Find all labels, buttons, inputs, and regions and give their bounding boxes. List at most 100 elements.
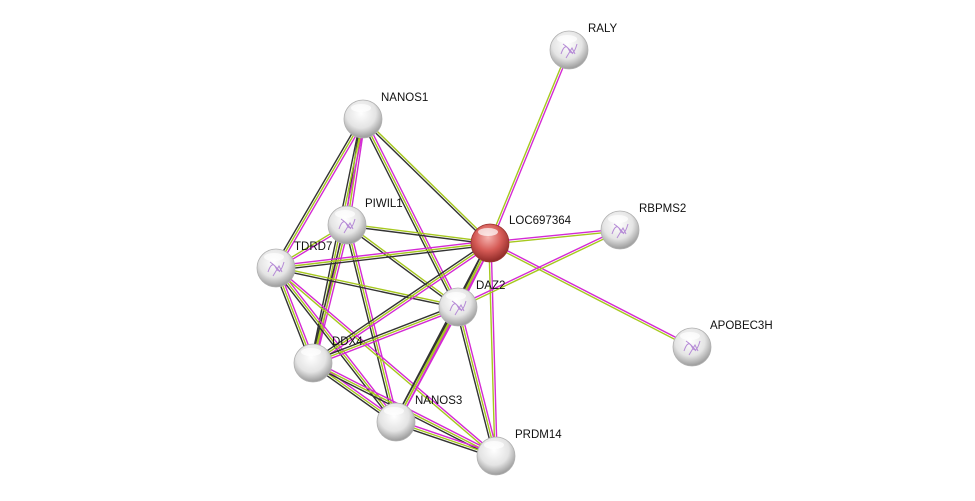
evidence-line	[347, 223, 460, 307]
node-tdrd7[interactable]: TDRD7	[256, 241, 332, 288]
edge-tdrd7-loc697364[interactable]	[275, 240, 491, 271]
node-loc697364[interactable]: LOC697364	[470, 215, 572, 263]
evidence-line	[395, 306, 459, 423]
node-raly[interactable]: RALY	[549, 23, 618, 70]
node-label: LOC697364	[509, 215, 572, 227]
node-prdm14[interactable]: PRDM14	[476, 429, 562, 476]
evidence-line	[276, 266, 459, 307]
evidence-line	[346, 225, 490, 245]
node-highlight	[264, 253, 284, 261]
evidence-line	[312, 224, 348, 364]
evidence-line	[488, 243, 496, 457]
edge-nanos1-tdrd7[interactable]	[273, 117, 366, 270]
edge-daz2-ddx4[interactable]	[311, 304, 460, 366]
evidence-line	[311, 304, 458, 362]
node-highlight	[484, 441, 504, 449]
evidence-line	[277, 119, 366, 270]
node-label: RALY	[588, 23, 618, 35]
node-nanos3[interactable]: NANOS3	[376, 395, 462, 442]
node-apobec3h[interactable]: APOBEC3H	[672, 320, 773, 367]
edge-loc697364-ddx4[interactable]	[311, 240, 492, 366]
edge-nanos1-loc697364[interactable]	[361, 117, 492, 245]
evidence-line	[490, 50, 571, 244]
evidence-line	[347, 223, 491, 243]
evidence-line	[490, 230, 621, 245]
evidence-line	[275, 240, 490, 267]
edge-piwil1-daz2[interactable]	[345, 223, 460, 309]
edge-daz2-nanos3[interactable]	[393, 305, 461, 424]
protein-structure-icon	[560, 43, 578, 59]
evidence-line	[275, 118, 364, 269]
node-highlight	[446, 292, 466, 300]
evidence-line	[459, 306, 499, 456]
edge-loc697364-apobec3h[interactable]	[489, 241, 693, 349]
node-rbpms2[interactable]: RBPMS2	[600, 203, 686, 250]
evidence-line	[360, 119, 457, 309]
edge-tdrd7-daz2[interactable]	[275, 266, 459, 309]
edge-raly-loc697364[interactable]	[488, 49, 571, 244]
evidence-line	[275, 268, 458, 309]
evidence-line	[490, 242, 498, 456]
evidence-line	[363, 117, 492, 243]
node-label: APOBEC3H	[710, 320, 773, 332]
edge-piwil1-ddx4[interactable]	[310, 224, 350, 364]
evidence-line	[273, 117, 362, 268]
node-ddx4[interactable]: DDX4	[293, 336, 363, 383]
node-highlight	[680, 332, 700, 340]
protein-structure-icon	[267, 261, 285, 277]
node-highlight	[384, 407, 404, 415]
node-highlight	[478, 228, 498, 236]
evidence-line	[489, 243, 692, 349]
evidence-line	[490, 241, 693, 347]
evidence-line	[310, 224, 346, 363]
node-piwil1[interactable]: PIWIL1	[327, 198, 403, 245]
edge-daz2-rbpms2[interactable]	[457, 228, 621, 309]
node-label: DAZ2	[476, 280, 505, 292]
node-nanos1[interactable]: NANOS1	[343, 92, 428, 139]
protein-structure-icon	[338, 218, 356, 234]
node-highlight	[608, 215, 628, 223]
node-highlight	[351, 104, 371, 112]
evidence-line	[313, 244, 492, 366]
edge-loc697364-rbpms2[interactable]	[489, 228, 621, 245]
edges-layer	[273, 49, 693, 459]
evidence-line	[489, 228, 620, 243]
evidence-line	[458, 230, 621, 309]
evidence-line	[393, 305, 457, 422]
evidence-line	[274, 268, 496, 458]
evidence-line	[314, 225, 350, 364]
node-highlight	[557, 35, 577, 43]
node-label: PRDM14	[515, 429, 562, 441]
node-daz2[interactable]: DAZ2	[438, 280, 505, 327]
node-label: DDX4	[332, 336, 363, 348]
evidence-line	[348, 224, 399, 422]
evidence-line	[455, 307, 495, 457]
node-label: TDRD7	[294, 241, 332, 253]
edge-loc697364-prdm14[interactable]	[488, 242, 498, 457]
evidence-line	[275, 242, 491, 269]
evidence-line	[364, 117, 461, 307]
evidence-line	[488, 49, 569, 243]
evidence-line	[312, 242, 491, 364]
node-highlight	[335, 210, 355, 218]
evidence-line	[276, 266, 498, 456]
evidence-line	[457, 306, 497, 457]
evidence-line	[276, 244, 491, 271]
evidence-line	[312, 306, 459, 364]
node-label: RBPMS2	[639, 203, 686, 215]
evidence-line	[313, 308, 460, 366]
evidence-line	[397, 307, 461, 424]
protein-structure-icon	[449, 300, 467, 316]
evidence-line	[345, 225, 458, 309]
edge-tdrd7-prdm14[interactable]	[274, 266, 498, 458]
node-label: PIWIL1	[365, 198, 403, 210]
edge-piwil1-loc697364[interactable]	[346, 223, 491, 245]
edge-daz2-prdm14[interactable]	[455, 306, 499, 457]
evidence-line	[362, 118, 459, 308]
edge-nanos1-daz2[interactable]	[360, 117, 461, 309]
protein-structure-icon	[611, 223, 629, 239]
evidence-line	[361, 119, 490, 245]
